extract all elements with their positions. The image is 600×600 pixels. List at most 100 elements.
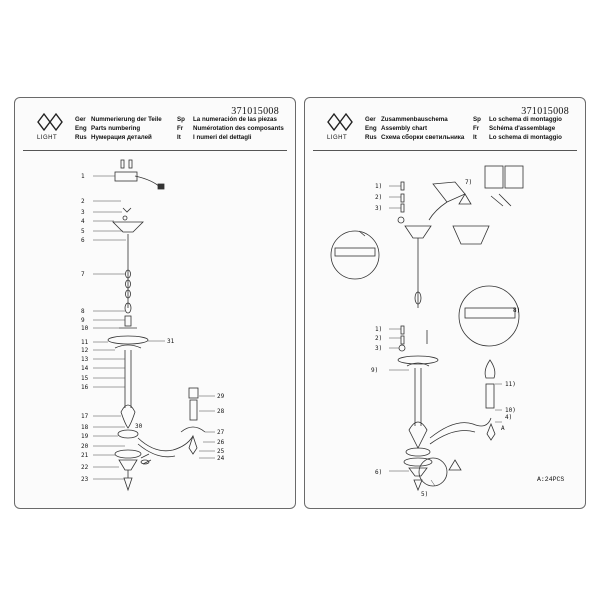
part-number-label: 20 [81,443,89,450]
part-number-label: 25 [217,448,225,455]
brand-logo-icon [327,112,353,132]
chandelier-parts-drawing: 1234567891011121314151617181920212223242… [81,159,225,492]
column-decor [120,404,136,429]
assembly-step-label: 8) [513,307,520,314]
article-code: 371015008 [231,106,279,117]
wiring-box [432,181,466,203]
bulb-icon [484,359,496,379]
lang-code: Fr [177,125,184,132]
part-number-label: 29 [217,393,225,400]
ceiling-canopy [112,221,144,233]
mounting-bracket [114,171,138,182]
assembly-step-label: 3) [375,205,382,212]
part-number-label: 31 [167,338,175,345]
assembly-step-label: 9) [371,367,378,374]
assembly-step-labels: 1)2)3)4)5)6)7)8)9)10)11)1)2)3)A [371,179,520,498]
part-number-label: 21 [81,452,89,459]
part-number-label: 27 [217,429,225,436]
part-number-label: 19 [81,433,89,440]
part-number-label: 28 [217,408,225,415]
header-languages-left: Ger Zusammenbauschema Eng Assembly chart R… [365,115,464,142]
part-number-label: 8 [81,308,85,315]
supply-wire [134,175,162,189]
part-number-label: 9 [81,317,85,324]
decor-plate [107,335,149,345]
header-line: Nummerierung der Teile [91,116,162,123]
part-number-label: 14 [81,365,89,372]
part-number-label: 22 [81,464,89,471]
lang-code: Eng [75,125,87,132]
part-number-label: 17 [81,413,89,420]
header-line: Нумерация деталей [91,134,152,141]
bulb-quantity-note: A:24PCS [537,476,565,483]
header-languages-left: Ger Nummerierung der Teile Eng Parts numbe… [75,115,162,142]
header-line: I numeri del dettagli [193,134,252,141]
assembly-step-label: 1) [375,183,382,190]
assembly-step-label: 6) [375,469,382,476]
part-number-labels: 1234567891011121314151617181920212223242… [81,173,225,483]
assembly-step-label: 5) [421,491,428,498]
part-number-label: 12 [81,347,89,354]
detail-circle-chain [458,285,520,347]
lang-code: Rus [75,134,87,141]
part-number-label: 7 [81,271,85,278]
header-line: Schéma d'assemblage [489,125,556,132]
lang-code: It [473,134,477,141]
part-number-label: 2 [81,198,85,205]
assembly-step-label: 10) [505,407,516,414]
part-number-label: 11 [81,339,89,346]
assembly-step-label: 3) [375,345,382,352]
lang-code: Rus [365,134,377,141]
part-number-label: 16 [81,384,89,391]
warning-triangle-icon [448,459,462,471]
header-line: Numérotation des composants [193,125,284,132]
logo-label: LIGHT [327,135,348,141]
header-line: Lo schema di montaggio [489,116,562,123]
assembly-drawing: 1)2)3)4)5)6)7)8)9)10)11)1)2)3)A [330,165,524,498]
crystal-pendant [188,434,198,455]
arm [429,417,492,439]
header-line: Parts numbering [91,125,141,132]
assembly-step-label: 2) [375,335,382,342]
logo-label: LIGHT [37,135,58,141]
part-number-label: 5 [81,228,85,235]
arm [137,435,194,452]
header-line: Assembly chart [381,125,428,132]
part-number-label: 4 [81,218,85,225]
assembly-step-label: 2) [375,194,382,201]
header-line: Lo schema di montaggio [489,134,562,141]
part-number-label: 3 [81,209,85,216]
part-number-label: 10 [81,325,89,332]
lang-code: It [177,134,181,141]
header-line: Схема сборки светильника [381,134,465,141]
assembly-step-label: 4) [505,414,512,421]
lang-code: Ger [75,116,86,123]
part-number-label: 30 [135,423,143,430]
assembly-step-label: 1) [375,326,382,333]
part-number-label: 26 [217,439,225,446]
part-number-label: 15 [81,375,89,382]
part-number-label: 6 [81,237,85,244]
lang-code: Sp [177,116,185,123]
canopy-detail [452,225,490,245]
lang-code: Ger [365,116,376,123]
detail-circle-rod [330,230,380,280]
warning-triangle-icon [458,193,472,205]
lang-code: Sp [473,116,481,123]
part-number-label: 18 [81,424,89,431]
brand-logo-icon [37,112,63,132]
assembly-chart-sheet: LIGHT 371015008 Ger Zusammenbauschema Eng… [304,97,586,509]
candle-sleeve [485,383,495,409]
lang-code: Eng [365,125,377,132]
part-number-label: 13 [81,356,89,363]
detail-circle-bottom [418,457,448,487]
parts-numbering-sheet: LIGHT 371015008 Ger Nummerierung der Teil… [14,97,296,509]
candle-sleeve [189,399,198,421]
assembly-step-label: A [501,425,505,432]
part-number-label: 23 [81,476,89,483]
header-line: Zusammenbauschema [381,116,448,123]
header-divider [23,150,287,151]
article-code: 371015008 [521,106,569,117]
